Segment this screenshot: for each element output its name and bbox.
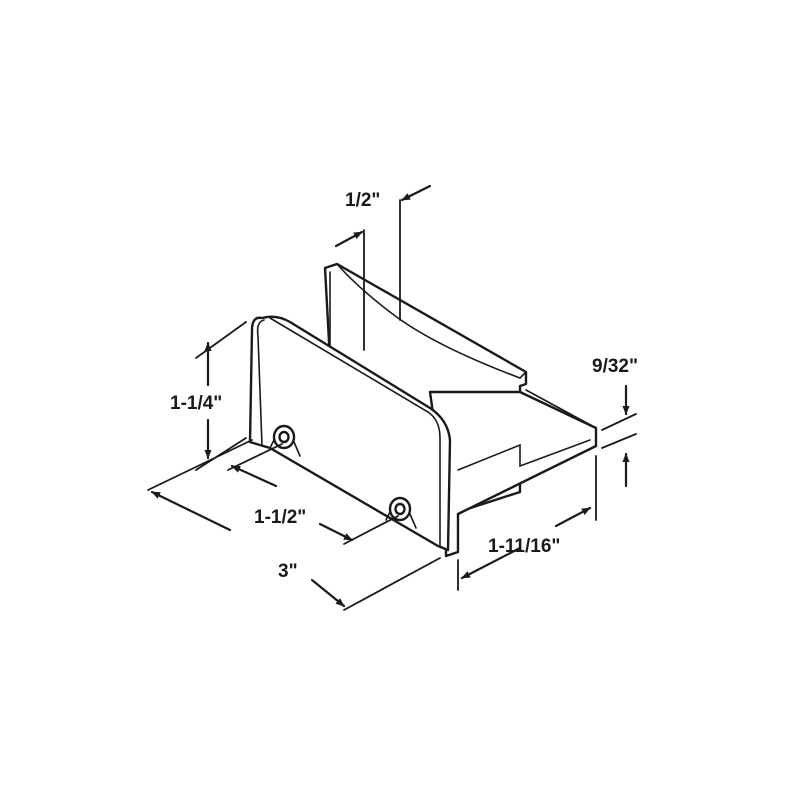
flange-top-edge xyxy=(525,389,597,429)
end-cap-inner xyxy=(256,319,265,447)
dim-top-width: 1/2" xyxy=(334,184,432,351)
fin-edge xyxy=(519,371,527,379)
label-flange-thickness: 9/32" xyxy=(592,356,638,377)
base-flange xyxy=(428,390,598,558)
label-depth: 1-11/16" xyxy=(488,536,560,557)
dim-hole-spacing: 1-1/2" xyxy=(227,443,399,545)
mounting-hole-right xyxy=(385,496,417,529)
dim-depth: 1-11/16" xyxy=(457,455,597,591)
dim-flange-thickness: 9/32" xyxy=(592,356,638,488)
end-cap-bevel xyxy=(269,317,441,547)
dim-length: 3" xyxy=(147,439,441,611)
label-hole-spacing: 1-1/2" xyxy=(254,507,306,528)
fin-top-face xyxy=(336,263,521,379)
end-cap xyxy=(248,315,452,552)
guide-part xyxy=(248,262,598,558)
flange-front-edge xyxy=(457,445,597,515)
flange-step xyxy=(457,439,591,471)
label-length: 3" xyxy=(278,561,298,582)
label-top-width: 1/2" xyxy=(345,190,380,211)
mounting-hole-left xyxy=(269,424,301,457)
label-height: 1-1/4" xyxy=(170,393,222,414)
